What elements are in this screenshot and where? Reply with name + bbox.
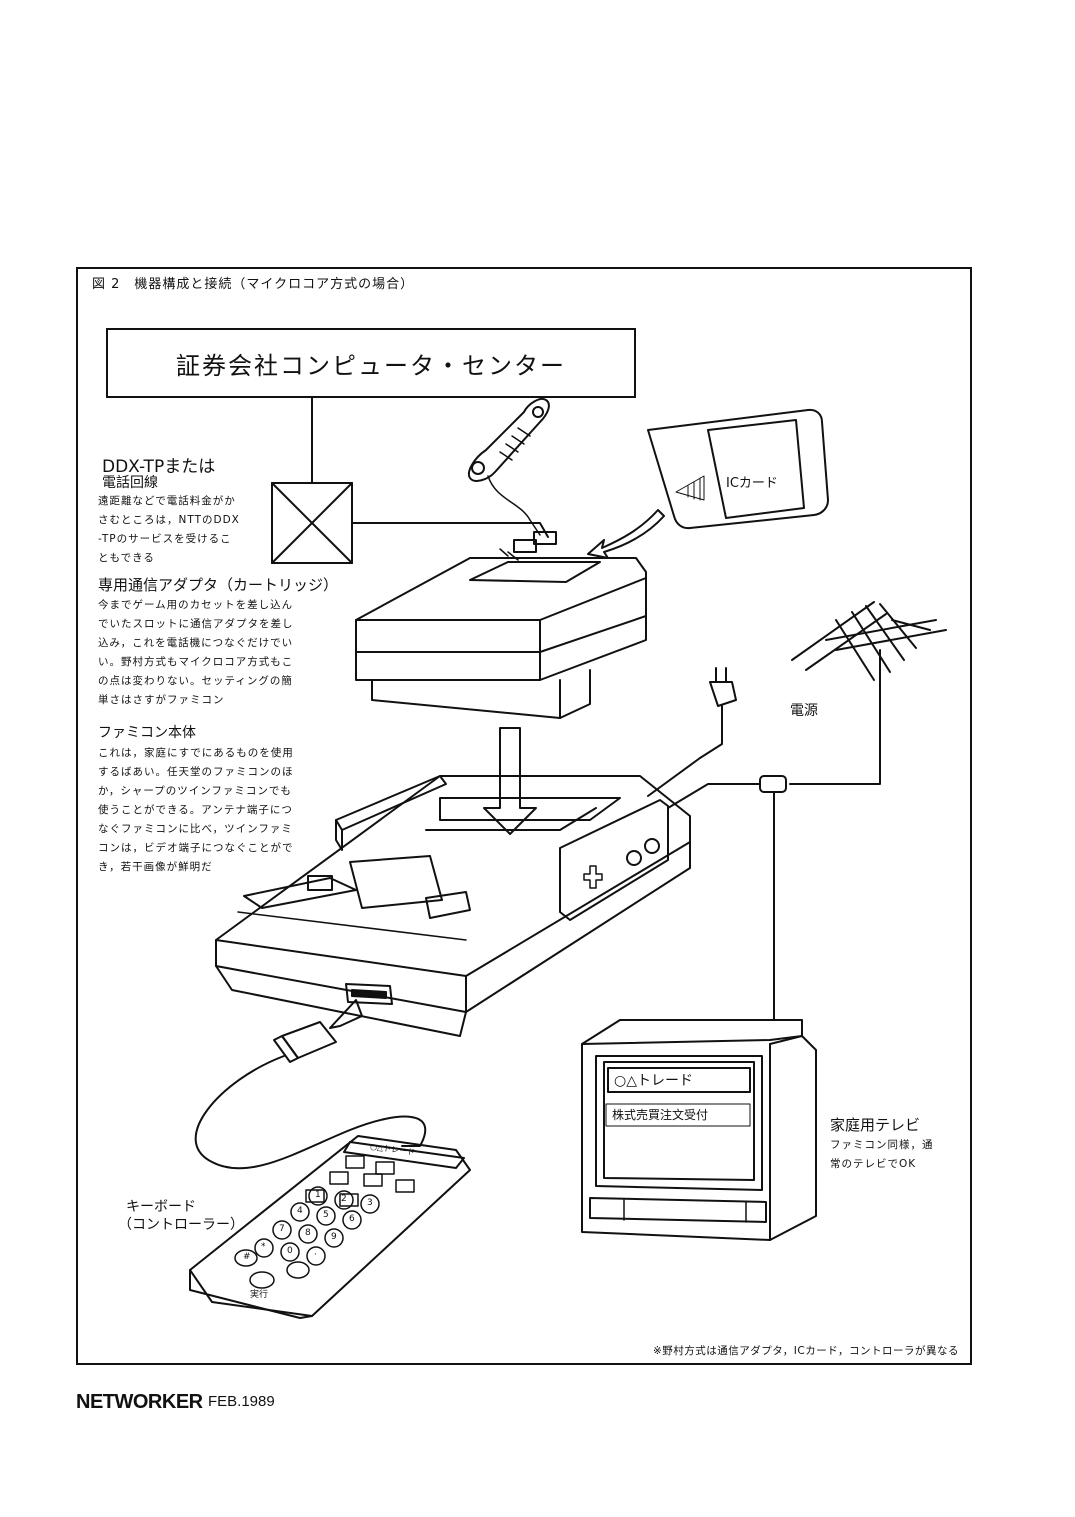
adapter-note-line: 今までゲーム用のカセットを差し込ん bbox=[98, 599, 294, 611]
adapter-note-line: 込み，これを電話機につなぐだけでい bbox=[98, 637, 294, 649]
keyboard-title: キーボード bbox=[126, 1199, 196, 1215]
insert-arrow-icon bbox=[484, 728, 536, 834]
famicom-console-icon bbox=[216, 776, 690, 1036]
telephone-connector-icon bbox=[514, 532, 556, 552]
famicom-note-line: か，シャープのツインファミコンでも bbox=[98, 785, 292, 797]
famicom-note-line: 使うことができる。アンテナ端子につ bbox=[98, 804, 293, 816]
television-icon bbox=[582, 1020, 816, 1240]
adapter-note-line: い。野村方式もマイクロコア方式もこ bbox=[98, 656, 294, 668]
adapter-cartridge-icon bbox=[356, 558, 646, 718]
controller-plug-icon bbox=[274, 1022, 336, 1062]
antenna-icon bbox=[790, 602, 946, 784]
keypad-key: 5 bbox=[323, 1210, 329, 1220]
ic-card-icon bbox=[648, 410, 828, 528]
keypad-key: 2 bbox=[341, 1194, 347, 1204]
telephone-icon bbox=[469, 399, 549, 535]
famicom-note-line: コンは，ビデオ端子につなぐことがで bbox=[98, 842, 294, 854]
adapter-title: 専用通信アダプタ（カートリッジ） bbox=[98, 576, 339, 594]
adapter-note-line: の点は変わりない。セッティングの簡 bbox=[98, 675, 293, 687]
ddx-note-line: -TPのサービスを受けるこ bbox=[98, 533, 232, 545]
keypad-key: 0 bbox=[287, 1246, 293, 1256]
network-to-adapter-line bbox=[352, 523, 548, 537]
famicom-note-line: するばあい。任天堂のファミコンのほ bbox=[98, 766, 294, 778]
ddx-note: 遠距離などで電話料金がか さむところは，NTTのDDX -TPのサービスを受ける… bbox=[98, 492, 240, 568]
controller-insert-arrow-icon bbox=[330, 1000, 362, 1028]
tv-screen-message: 株式売買注文受付 bbox=[612, 1108, 709, 1122]
keypad-key: * bbox=[261, 1242, 266, 1252]
keypad-key: 7 bbox=[279, 1224, 285, 1234]
footnote: ※野村方式は通信アダプタ，ICカード，コントローラが異なる bbox=[653, 1345, 959, 1357]
famicom-title: ファミコン本体 bbox=[98, 725, 196, 741]
keypad-key: 3 bbox=[367, 1198, 373, 1208]
ddx-note-line: 遠距離などで電話料金がか bbox=[98, 495, 236, 507]
signal-splitter-icon bbox=[668, 776, 786, 1020]
adapter-note: 今までゲーム用のカセットを差し込ん でいたスロットに通信アダプタを差し 込み，こ… bbox=[98, 596, 294, 710]
phone-line-title: 電話回線 bbox=[102, 475, 158, 491]
power-plug-icon bbox=[700, 668, 736, 758]
keyboard-controller-icon bbox=[190, 1136, 470, 1318]
ic-card-arrow-icon bbox=[588, 510, 664, 558]
tv-note-line: ファミコン同様，通 bbox=[830, 1139, 934, 1151]
famicom-note-line: これは，家庭にすでにあるものを使用 bbox=[98, 747, 294, 759]
computer-center-label: 証券会社コンピュータ・センター bbox=[176, 351, 566, 380]
keypad-key: 9 bbox=[331, 1232, 337, 1242]
power-cable-icon bbox=[648, 758, 700, 796]
keypad-key: 6 bbox=[349, 1214, 355, 1224]
adapter-note-line: でいたスロットに通信アダプタを差し bbox=[98, 618, 294, 630]
keyboard-exec-label: 実行 bbox=[250, 1290, 269, 1300]
tv-screen-title: ○△トレード bbox=[614, 1073, 693, 1089]
keypad-key: 4 bbox=[297, 1206, 303, 1216]
network-box-icon bbox=[272, 483, 352, 563]
famicom-note: これは，家庭にすでにあるものを使用 するばあい。任天堂のファミコンのほ か，シャ… bbox=[98, 744, 294, 877]
figure-frame bbox=[76, 267, 972, 1365]
keypad-key: · bbox=[314, 1250, 317, 1260]
keypad-key: # bbox=[243, 1252, 251, 1262]
adapter-note-line: 単さはさすがファミコン bbox=[98, 694, 225, 706]
power-label: 電源 bbox=[790, 703, 818, 719]
ddx-title: DDX-TPまたは bbox=[102, 457, 216, 477]
figure-title: 図 2 機器構成と接続（マイクロコア方式の場合） bbox=[92, 277, 415, 292]
issue-date: FEB.1989 bbox=[208, 1393, 275, 1410]
ic-card-label: ICカード bbox=[726, 476, 778, 491]
controller-cable-icon bbox=[196, 1056, 426, 1168]
keypad-key: 8 bbox=[305, 1228, 311, 1238]
ddx-note-line: さむところは，NTTのDDX bbox=[98, 514, 240, 526]
ddx-note-line: ともできる bbox=[98, 552, 155, 564]
famicom-note-line: き，若干画像が鮮明だ bbox=[98, 861, 213, 873]
famicom-note-line: なぐファミコンに比べ，ツインファミ bbox=[98, 823, 293, 835]
tv-note-line: 常のテレビでOK bbox=[830, 1158, 917, 1170]
keyboard-subtitle: （コントローラー） bbox=[118, 1217, 244, 1233]
keypad-key: 1 bbox=[315, 1190, 321, 1200]
tv-note: ファミコン同様，通 常のテレビでOK bbox=[830, 1136, 934, 1174]
tv-title: 家庭用テレビ bbox=[830, 1116, 921, 1134]
computer-center-box: 証券会社コンピュータ・センター bbox=[106, 328, 636, 398]
magazine-logo: NETWORKER bbox=[76, 1391, 203, 1413]
